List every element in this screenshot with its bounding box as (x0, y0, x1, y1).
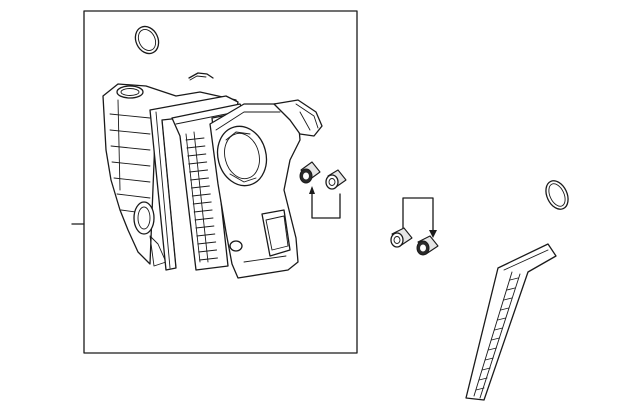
pleat-line (186, 145, 206, 149)
grommet[interactable] (416, 235, 439, 256)
pleat-line (192, 201, 212, 205)
bracket-line (402, 197, 434, 233)
pleat-line (487, 347, 497, 351)
arrow-icon (309, 186, 315, 194)
pleat-line (484, 357, 494, 361)
pleat-line (189, 169, 209, 173)
grommet[interactable] (325, 169, 347, 190)
o-ring-upper[interactable] (131, 23, 163, 58)
pleat-line (196, 233, 216, 237)
grommet-pair-left[interactable] (390, 197, 439, 256)
bracket-line (311, 187, 341, 219)
pleat-line (503, 297, 513, 301)
pleat-line (198, 249, 218, 253)
pleat-line (199, 257, 218, 261)
grommet[interactable] (390, 227, 413, 248)
pleat-line (475, 387, 485, 391)
pleat-line (506, 287, 516, 291)
grommet[interactable] (299, 161, 321, 184)
o-ring-right[interactable] (542, 177, 573, 213)
pleat-line (193, 209, 213, 213)
pleat-line (500, 307, 510, 311)
clip[interactable] (188, 72, 214, 81)
intake-duct[interactable] (273, 99, 323, 137)
pleat-line (497, 317, 507, 321)
lower-housing[interactable] (102, 83, 237, 267)
pleat-line (491, 337, 500, 341)
assembly-frame (71, 10, 358, 354)
pleat-line (190, 185, 210, 189)
arrow-icon (429, 230, 437, 238)
filter-element-right[interactable] (465, 243, 557, 401)
pleat-line (185, 137, 205, 141)
pleat-line (188, 161, 208, 165)
pleat-line (194, 217, 214, 221)
pleat-line (494, 327, 503, 331)
pleat-line (190, 177, 209, 181)
pleat-line (195, 225, 215, 229)
pleat-line (187, 153, 207, 157)
pleat-line (478, 377, 488, 381)
grommet-pair-right[interactable] (299, 161, 347, 219)
pleat-line (481, 367, 491, 371)
pleat-line (191, 193, 211, 197)
upper-cover[interactable] (209, 103, 301, 279)
pleat-line (197, 241, 217, 245)
pleat-line (509, 277, 519, 281)
